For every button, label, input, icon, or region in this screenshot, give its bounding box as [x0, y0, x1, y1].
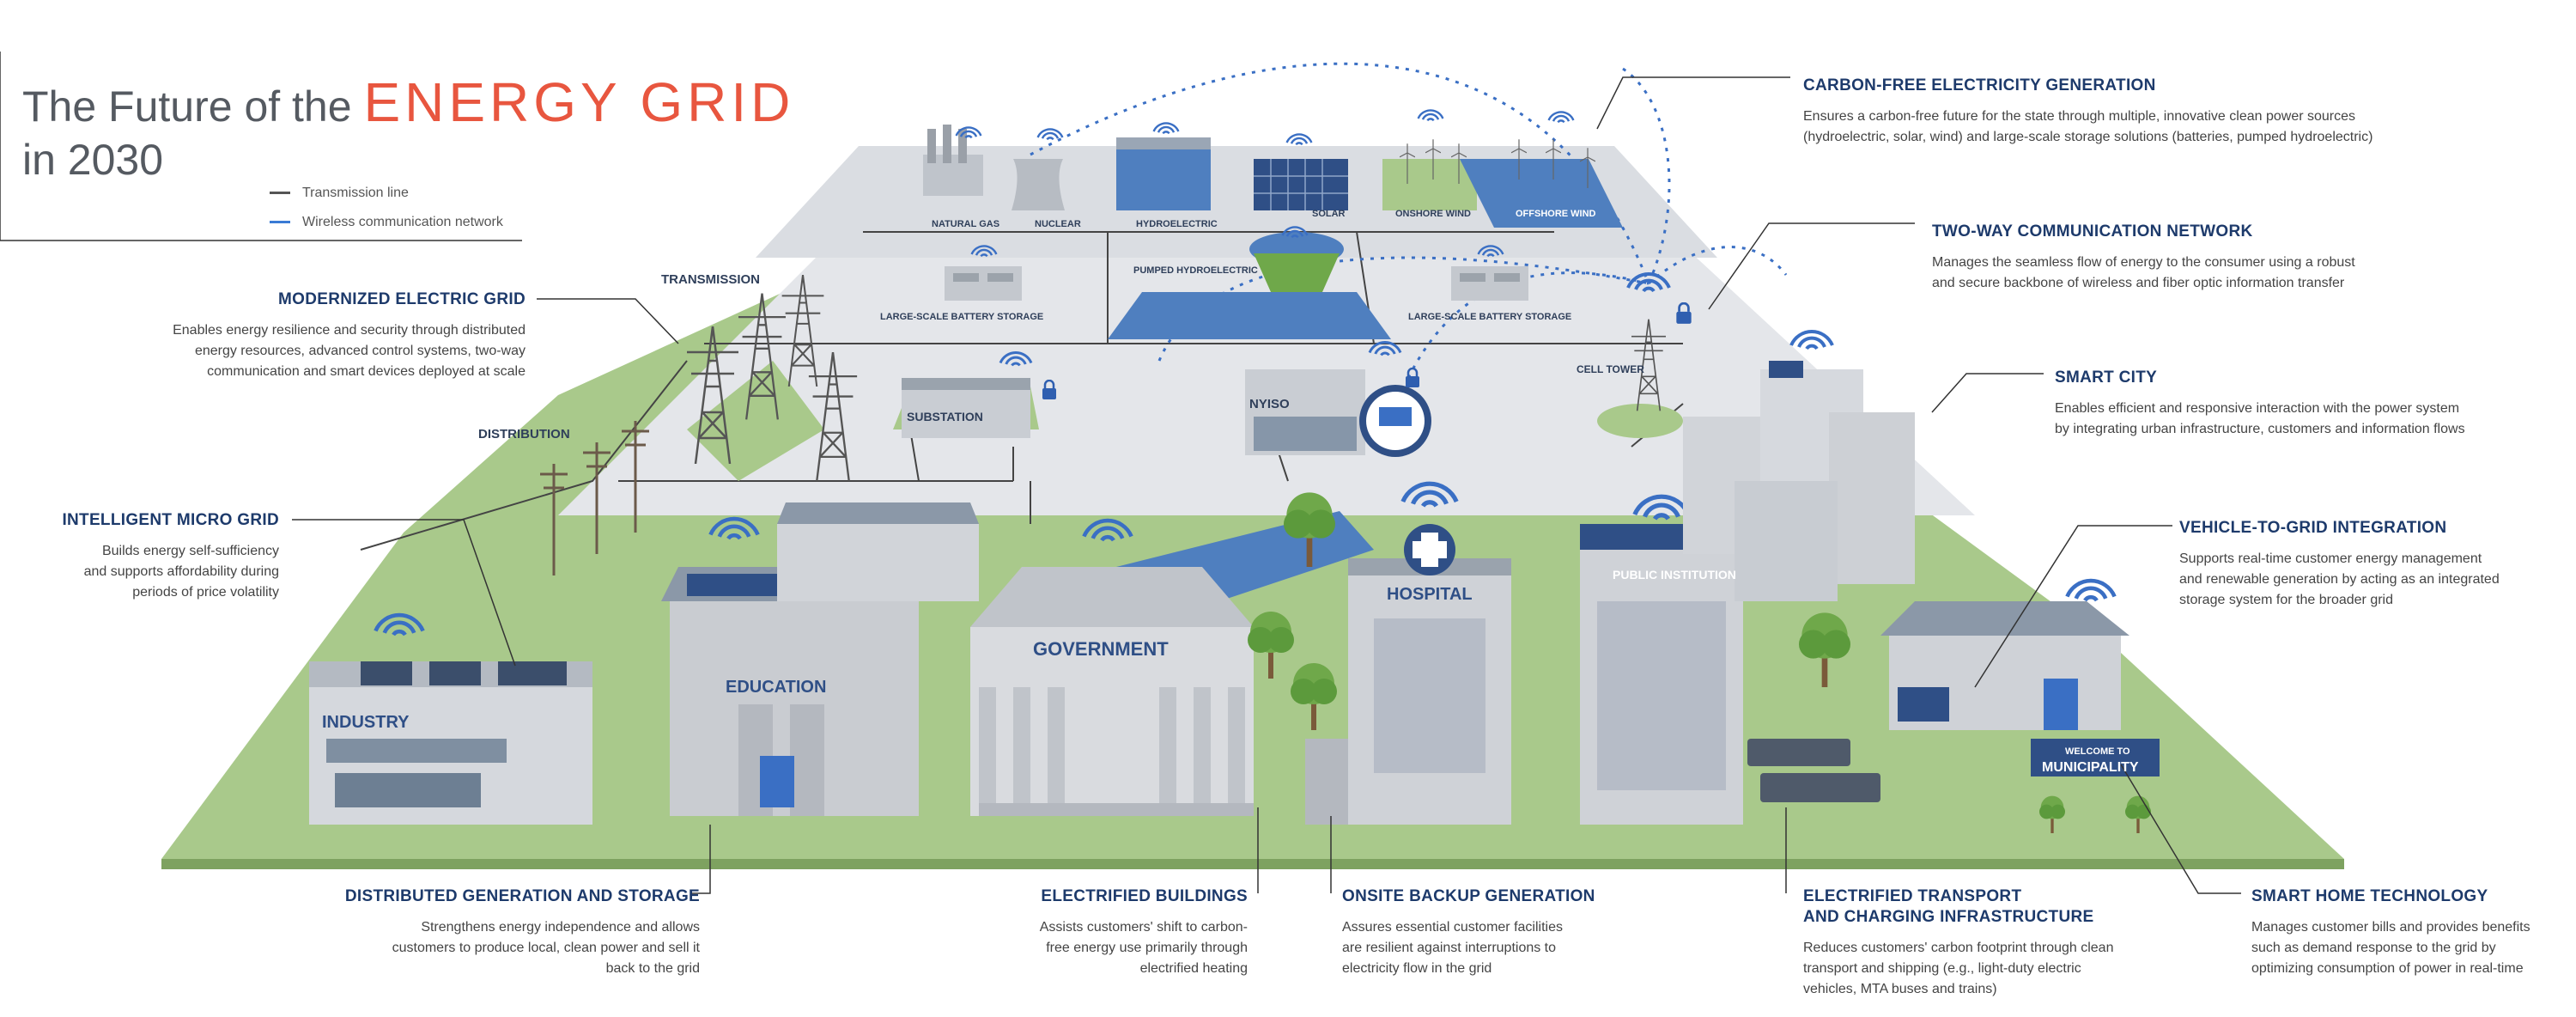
label-battery-right: LARGE-SCALE BATTERY STORAGE [1408, 312, 1571, 322]
substation [893, 350, 1058, 438]
hospital-building [1305, 484, 1511, 825]
label-nuclear: NUCLEAR [1035, 219, 1081, 229]
label-municipality: MUNICIPALITY [2042, 760, 2139, 775]
title-accent: ENERGY GRID [363, 71, 795, 133]
government-building [970, 521, 1254, 816]
label-distribution: DISTRIBUTION [478, 427, 570, 442]
legend-wireless: Wireless communication network [270, 215, 503, 230]
cell-tower [1597, 272, 1693, 438]
electric-buses [1747, 739, 1880, 802]
label-welcome: WELCOME TO [2065, 746, 2130, 757]
battery-storage-left [945, 245, 1022, 301]
smart-city-towers [1683, 330, 1915, 601]
page-title: The Future of the ENERGY GRID in 2030 [22, 71, 795, 184]
label-transmission: TRANSMISSION [661, 272, 760, 287]
legend-swatch-transmission [270, 192, 290, 195]
label-solar: SOLAR [1312, 209, 1346, 219]
wireless-signal-icon [1152, 122, 1180, 135]
legend-swatch-wireless [270, 221, 290, 224]
wireless-signal-icon [1417, 109, 1444, 122]
label-industry: INDUSTRY [322, 713, 410, 732]
onshore-wind-farm [1382, 109, 1477, 210]
industry-building [309, 615, 592, 825]
wireless-signal-icon [1789, 330, 1834, 350]
battery-storage-right [1451, 245, 1528, 301]
label-public-institution: PUBLIC INSTITUTION [1613, 568, 1736, 582]
housing-block [777, 502, 979, 601]
legend-transmission: Transmission line [270, 186, 409, 201]
public-institution-building [1580, 496, 1743, 825]
label-onshore-wind: ONSHORE WIND [1395, 209, 1471, 219]
city-ground-edge [161, 859, 2344, 869]
label-cell-tower: CELL TOWER [1577, 363, 1644, 375]
wireless-signal-icon [2067, 581, 2114, 600]
transmission-towers [687, 275, 859, 481]
wireless-signal-icon [1285, 133, 1313, 146]
pumped-hydro [1108, 226, 1391, 339]
callout-leader-lines [0, 52, 2241, 894]
label-battery-left: LARGE-SCALE BATTERY STORAGE [880, 312, 1043, 322]
label-nyiso: NYISO [1249, 397, 1290, 411]
wireless-signal-icon [1036, 128, 1064, 141]
solar-farm [1254, 133, 1348, 210]
label-government: GOVERNMENT [1033, 638, 1169, 660]
label-substation: SUBSTATION [907, 410, 983, 423]
label-education: EDUCATION [726, 678, 826, 697]
label-hydroelectric: HYDROELECTRIC [1136, 219, 1218, 229]
label-offshore-wind: OFFSHORE WIND [1516, 209, 1596, 219]
wireless-signal-icon [1547, 111, 1575, 124]
nyiso-building [1245, 340, 1431, 457]
label-natural-gas: NATURAL GAS [932, 219, 999, 229]
transmission-lines [360, 231, 1684, 551]
nuclear-plant [1012, 128, 1065, 210]
wireless-links [1030, 62, 1788, 379]
hydroelectric-dam [1116, 122, 1211, 210]
natural-gas-plant [923, 125, 983, 196]
municipality-sign [2031, 739, 2160, 776]
offshore-wind-farm [1460, 111, 1623, 228]
smart-home [1880, 581, 2129, 730]
label-pumped-hydro: PUMPED HYDROELECTRIC [1133, 265, 1258, 276]
label-hospital: HOSPITAL [1387, 585, 1473, 604]
